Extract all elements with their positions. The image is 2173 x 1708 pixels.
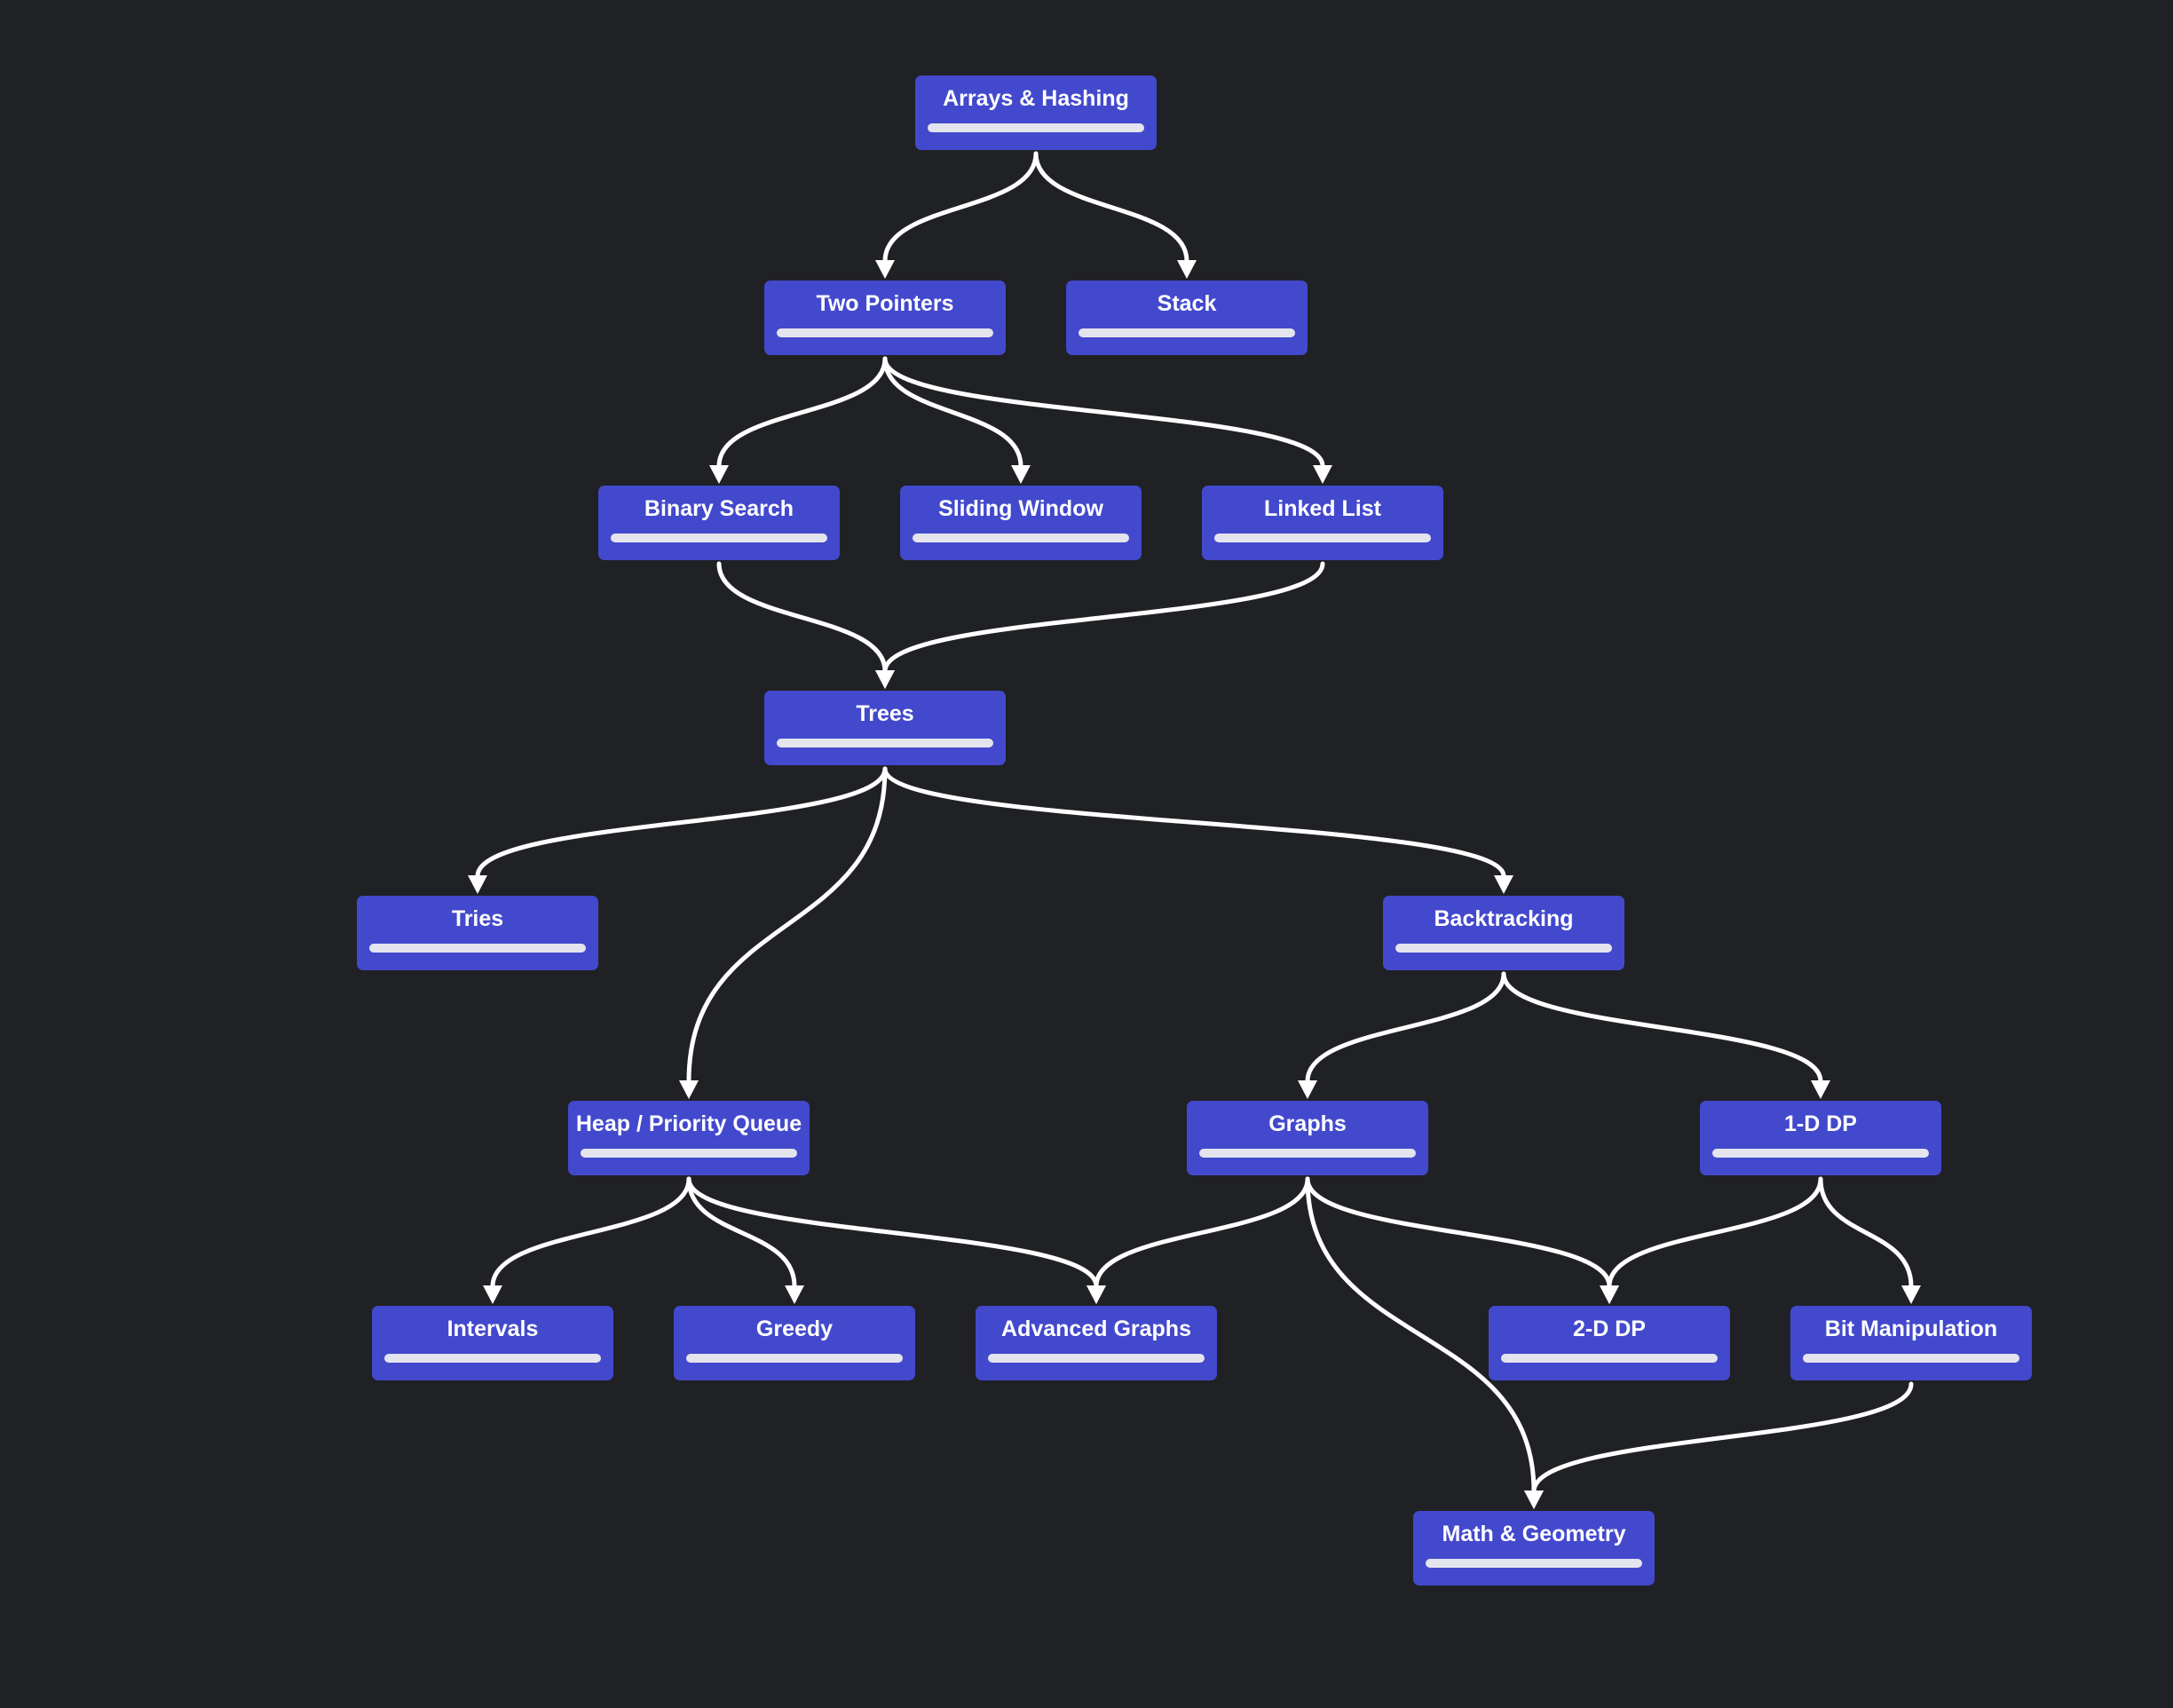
edge-two-pointers-to-sliding-window	[882, 356, 1023, 469]
arrowhead-advanced-graphs	[1086, 1285, 1106, 1304]
progress-bar	[384, 1354, 601, 1363]
edge-bit-manipulation-to-math-geometry	[1531, 1381, 1914, 1494]
node-label: Two Pointers	[816, 291, 954, 316]
node-bit-manipulation[interactable]: Bit Manipulation	[1790, 1306, 2032, 1380]
edge-heap-priority-queue-to-greedy	[686, 1176, 797, 1289]
node-label: Math & Geometry	[1442, 1522, 1626, 1546]
edge-arrays-hashing-to-two-pointers	[882, 151, 1039, 264]
node-advanced-graphs[interactable]: Advanced Graphs	[976, 1306, 1217, 1380]
edge-graphs-to-math-geometry	[1305, 1176, 1537, 1494]
node-linked-list[interactable]: Linked List	[1202, 486, 1443, 560]
node-label: Backtracking	[1434, 906, 1574, 931]
node-greedy[interactable]: Greedy	[674, 1306, 915, 1380]
progress-bar	[581, 1149, 797, 1158]
node-graphs[interactable]: Graphs	[1187, 1101, 1428, 1175]
node-label: Tries	[451, 906, 504, 931]
arrowhead-two-d-dp	[1600, 1285, 1619, 1304]
edge-heap-priority-queue-to-advanced-graphs	[686, 1176, 1099, 1289]
arrowhead-math-geometry	[1524, 1491, 1544, 1509]
edge-one-d-dp-to-two-d-dp	[1607, 1176, 1823, 1289]
progress-bar	[1199, 1149, 1416, 1158]
arrowhead-graphs	[1298, 1080, 1317, 1099]
arrowhead-one-d-dp	[1811, 1080, 1830, 1099]
node-arrays-hashing[interactable]: Arrays & Hashing	[915, 75, 1157, 150]
progress-bar	[611, 534, 827, 542]
edge-graphs-to-two-d-dp	[1305, 1176, 1612, 1289]
node-label: Heap / Priority Queue	[575, 1111, 802, 1136]
progress-bar	[777, 739, 993, 747]
node-label: Intervals	[446, 1317, 539, 1341]
progress-bar	[686, 1354, 903, 1363]
node-label: Sliding Window	[938, 496, 1103, 521]
edge-trees-to-heap-priority-queue	[686, 766, 888, 1084]
progress-bar	[777, 328, 993, 337]
edge-binary-search-to-trees	[716, 561, 888, 674]
node-sliding-window[interactable]: Sliding Window	[900, 486, 1142, 560]
edge-two-pointers-to-linked-list	[882, 356, 1325, 469]
progress-bar	[1395, 944, 1612, 953]
node-trees[interactable]: Trees	[764, 691, 1006, 765]
node-stack[interactable]: Stack	[1066, 281, 1308, 355]
progress-bar	[928, 123, 1144, 132]
progress-bar	[1501, 1354, 1718, 1363]
arrowhead-two-pointers	[875, 260, 895, 279]
arrowhead-binary-search	[709, 465, 729, 484]
arrowhead-tries	[468, 875, 487, 894]
arrowhead-backtracking	[1494, 875, 1513, 894]
edge-one-d-dp-to-bit-manipulation	[1818, 1176, 1914, 1289]
edge-arrays-hashing-to-stack	[1033, 151, 1189, 264]
node-label: Binary Search	[644, 496, 794, 521]
edge-graphs-to-advanced-graphs	[1094, 1176, 1310, 1289]
arrowhead-bit-manipulation	[1901, 1285, 1921, 1304]
edge-trees-to-backtracking	[882, 766, 1506, 879]
edge-two-pointers-to-binary-search	[716, 356, 888, 469]
arrowhead-heap-priority-queue	[679, 1080, 699, 1099]
arrowhead-linked-list	[1313, 465, 1332, 484]
arrowhead-sliding-window	[1011, 465, 1031, 484]
progress-bar	[1712, 1149, 1929, 1158]
node-label: Bit Manipulation	[1824, 1317, 1998, 1341]
arrowhead-stack	[1177, 260, 1197, 279]
node-two-pointers[interactable]: Two Pointers	[764, 281, 1006, 355]
progress-bar	[1214, 534, 1431, 542]
node-label: Trees	[856, 701, 914, 726]
edge-backtracking-to-one-d-dp	[1501, 971, 1823, 1084]
node-label: 1-D DP	[1784, 1111, 1857, 1136]
progress-bar	[1426, 1559, 1642, 1568]
node-label: Graphs	[1268, 1111, 1347, 1136]
node-math-geometry[interactable]: Math & Geometry	[1413, 1511, 1655, 1585]
arrowhead-trees	[875, 670, 895, 689]
edge-trees-to-tries	[475, 766, 888, 879]
node-label: 2-D DP	[1573, 1317, 1646, 1341]
edge-heap-priority-queue-to-intervals	[490, 1176, 691, 1289]
node-intervals[interactable]: Intervals	[372, 1306, 613, 1380]
node-label: Greedy	[755, 1317, 834, 1341]
progress-bar	[369, 944, 586, 953]
node-label: Arrays & Hashing	[943, 86, 1129, 111]
node-one-d-dp[interactable]: 1-D DP	[1700, 1101, 1941, 1175]
node-label: Linked List	[1264, 496, 1381, 521]
progress-bar	[1079, 328, 1295, 337]
progress-bar	[1803, 1354, 2019, 1363]
edge-backtracking-to-graphs	[1305, 971, 1506, 1084]
node-label: Advanced Graphs	[1001, 1317, 1191, 1341]
node-binary-search[interactable]: Binary Search	[598, 486, 840, 560]
arrowhead-greedy	[785, 1285, 804, 1304]
edge-linked-list-to-trees	[882, 561, 1325, 674]
progress-bar	[988, 1354, 1205, 1363]
node-heap-priority-queue[interactable]: Heap / Priority Queue	[568, 1101, 810, 1175]
node-label: Stack	[1157, 291, 1217, 316]
node-tries[interactable]: Tries	[357, 896, 598, 970]
node-two-d-dp[interactable]: 2-D DP	[1489, 1306, 1730, 1380]
node-backtracking[interactable]: Backtracking	[1383, 896, 1624, 970]
arrowhead-intervals	[483, 1285, 502, 1304]
progress-bar	[913, 534, 1129, 542]
